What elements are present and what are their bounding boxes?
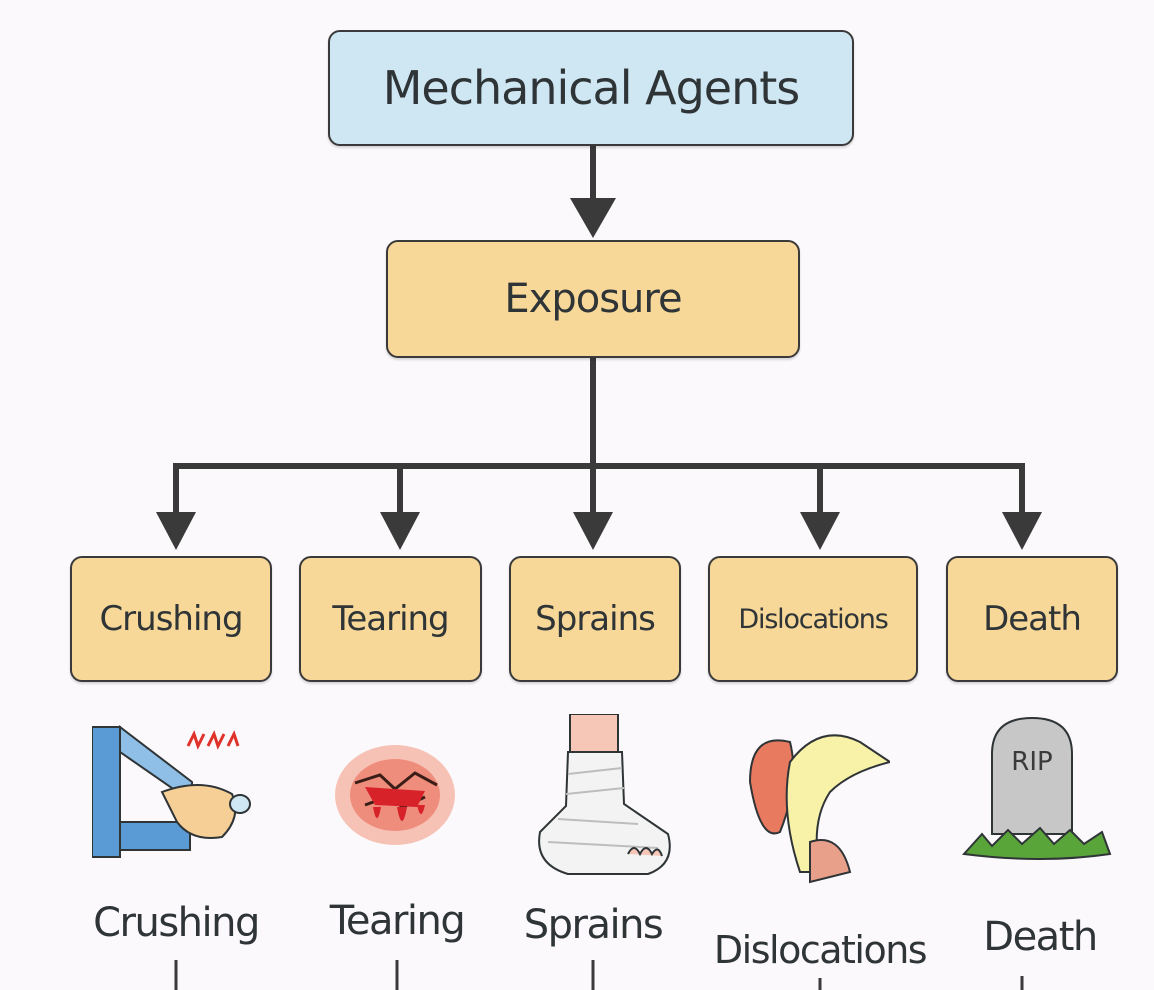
sprains-caption: Sprains — [523, 902, 664, 948]
dislocations-box: Dislocations — [708, 556, 918, 682]
arrowhead-tearing — [380, 512, 420, 550]
tombstone-text: RIP — [1011, 747, 1052, 777]
dislocated-joint-icon — [748, 734, 890, 884]
tearing-caption: Tearing — [329, 898, 466, 944]
crushing-label: Crushing — [99, 599, 243, 639]
mechanical-agents-box: Mechanical Agents — [328, 30, 854, 146]
sprains-label: Sprains — [535, 599, 656, 639]
exposure-label: Exposure — [504, 276, 682, 322]
arrowhead-dislocations — [800, 512, 840, 550]
mechanical-agents-label: Mechanical Agents — [382, 61, 801, 115]
tombstone-icon: RIP — [962, 716, 1112, 860]
death-box: Death — [946, 556, 1118, 682]
torn-skin-icon — [335, 745, 455, 845]
sprains-box: Sprains — [509, 556, 681, 682]
crushing-caption: Crushing — [93, 900, 260, 946]
tearing-box: Tearing — [299, 556, 482, 682]
dislocations-caption: Dislocations — [713, 928, 928, 972]
arrowhead-sprains — [573, 512, 613, 550]
crushing-box: Crushing — [70, 556, 272, 682]
arrowhead-death — [1002, 512, 1042, 550]
exposure-box: Exposure — [386, 240, 800, 358]
crushing-hand-icon — [92, 724, 251, 858]
arrowhead-crushing — [156, 512, 196, 550]
tearing-label: Tearing — [332, 599, 449, 639]
arrowhead-exposure — [570, 198, 616, 238]
death-label: Death — [983, 599, 1082, 639]
death-caption: Death — [983, 914, 1098, 960]
dislocations-label: Dislocations — [738, 603, 888, 635]
bandaged-foot-icon — [538, 714, 671, 875]
